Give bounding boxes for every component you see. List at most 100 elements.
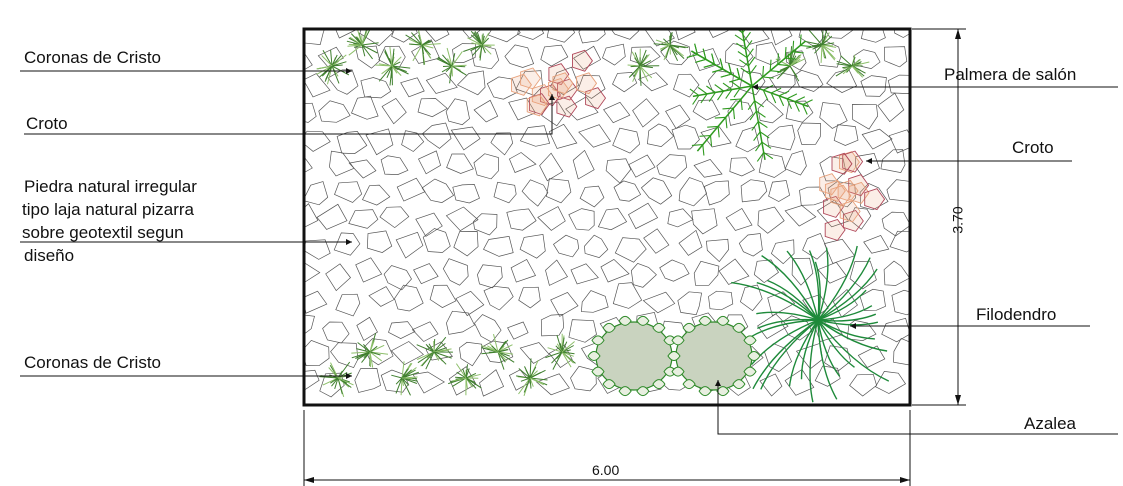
paving-stone: [537, 206, 566, 231]
paving-stone: [553, 234, 580, 258]
paving-stone: [391, 29, 418, 43]
paving-stone: [769, 72, 796, 94]
paving-stone: [477, 264, 503, 289]
paving-stone: [852, 104, 879, 130]
paving-stone: [708, 29, 729, 38]
paving-stone: [545, 259, 569, 286]
paving-stone: [693, 158, 723, 178]
paving-stone: [535, 373, 570, 396]
leader-arrowhead: [346, 239, 352, 245]
stone-line-4: diseño: [24, 246, 75, 265]
coronas-de-cristo-plant: [545, 333, 576, 370]
paving-stone: [727, 100, 754, 126]
coronas-de-cristo-plant: [319, 361, 354, 398]
paving-stone: [735, 126, 760, 153]
paving-stone: [579, 185, 605, 208]
paving-stone: [823, 238, 856, 264]
paving-stone: [729, 157, 755, 177]
paving-stone: [455, 290, 485, 317]
paving-stone: [378, 45, 406, 71]
paving-stone: [394, 284, 424, 312]
paving-stone: [546, 178, 572, 204]
paving-stone: [363, 338, 394, 366]
garden-bed-outline: [302, 27, 912, 407]
coronas-de-cristo-plant: [463, 30, 495, 61]
paving-stone: [493, 181, 517, 204]
paving-stone: [863, 234, 890, 254]
paving-stone: [450, 126, 481, 151]
paving-stone: [757, 99, 784, 124]
paving-stone: [816, 199, 850, 228]
paving-stone: [883, 260, 910, 286]
paving-stone: [780, 315, 813, 341]
paving-stone: [417, 98, 448, 118]
coronas-de-cristo-plant: [835, 54, 870, 78]
paving-stone: [336, 131, 368, 154]
dimension-arrow: [955, 29, 961, 39]
paving-stone: [802, 232, 828, 260]
palmera-de-salon-plant: [686, 29, 813, 162]
paving-stone: [757, 313, 789, 339]
paving-stone: [348, 159, 377, 179]
leader-line: [717, 380, 1118, 435]
coronas-de-cristo-plant: [436, 47, 467, 84]
label-coronas-bottom: Coronas de Cristo: [24, 353, 162, 372]
paving-stone: [656, 154, 688, 179]
paving-stone: [632, 98, 660, 128]
paving-stone: [335, 293, 361, 317]
paving-stone: [770, 239, 795, 265]
paving-stone: [473, 153, 499, 180]
paving-stone: [401, 130, 425, 152]
paving-stone: [546, 29, 576, 43]
dimension-arrow: [304, 477, 314, 483]
paving-stone: [718, 258, 750, 285]
paving-stone: [861, 128, 893, 150]
azalea-plant: [587, 315, 681, 397]
paving-stone: [887, 74, 910, 94]
paving-stone: [539, 152, 564, 182]
paving-stone: [692, 48, 721, 72]
stone-line-3: sobre geotextil segun: [22, 223, 184, 242]
paving-stone: [421, 178, 455, 203]
paving-stone: [453, 231, 479, 257]
paving-stone: [446, 153, 474, 174]
paving-stone: [452, 184, 480, 204]
paving-stone: [891, 289, 910, 316]
filodendro-plant: [731, 245, 890, 403]
paving-stone: [368, 286, 395, 307]
paving-stone: [461, 29, 482, 39]
coronas-de-cristo-plant: [775, 46, 806, 82]
paving-stone: [612, 282, 643, 309]
paving-stone: [486, 76, 518, 100]
paving-stone: [508, 369, 531, 391]
paving-stone: [572, 149, 595, 180]
paving-stone: [304, 339, 330, 366]
leader-arrowhead: [866, 158, 872, 164]
paving-stone: [483, 236, 514, 257]
paving-stone: [456, 70, 486, 96]
coronas-de-cristo-plant: [448, 363, 482, 396]
paving-stone: [881, 317, 910, 343]
paving-stone: [504, 44, 535, 68]
paving-stone: [665, 104, 691, 129]
paving-stone: [642, 291, 676, 314]
paving-stone: [448, 366, 477, 396]
leader-arrowhead: [549, 94, 555, 100]
paving-stone: [304, 102, 317, 123]
paving-stone: [693, 260, 720, 286]
dimension-height-label: 3.70: [949, 206, 966, 234]
coronas-de-cristo-plant: [805, 29, 837, 63]
paving-stone: [678, 177, 708, 207]
paving-stone: [881, 211, 910, 237]
paving-stone: [396, 177, 426, 202]
paving-stone: [304, 262, 321, 284]
paving-stone: [445, 206, 479, 232]
paving-stone: [304, 203, 319, 228]
paving-stone: [304, 239, 331, 260]
paving-stone: [540, 44, 569, 67]
paving-stone: [411, 321, 439, 342]
paving-stone: [758, 152, 787, 178]
paving-stone: [429, 284, 457, 309]
paving-stone: [703, 180, 730, 206]
